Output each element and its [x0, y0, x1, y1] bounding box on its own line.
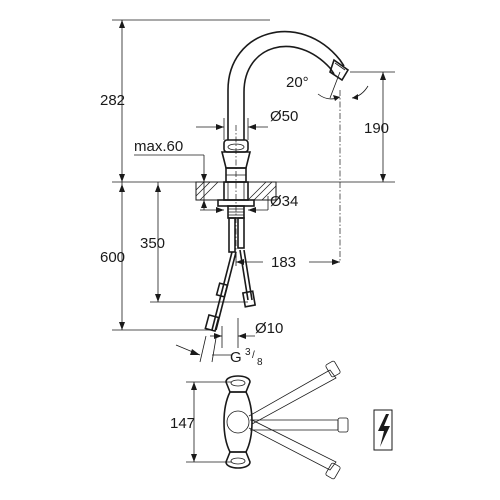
- dim-total-height: 282: [100, 92, 125, 109]
- dim-handle-span: 147: [170, 415, 195, 432]
- dimension-600: [119, 182, 125, 330]
- dimension-body-diameter: [196, 118, 268, 140]
- dim-angle: 20°: [286, 74, 309, 91]
- dim-shank-length: 350: [140, 235, 165, 252]
- dimension-hose-diameter: [210, 318, 255, 348]
- dim-thread-numerator: 3: [245, 347, 251, 358]
- dim-body-diameter: Ø50: [270, 108, 298, 125]
- dim-183-bg: [263, 252, 309, 270]
- shank-pipes: [228, 217, 245, 253]
- dimension-max-thickness: [134, 154, 207, 210]
- dim-hose-diameter: Ø10: [255, 320, 283, 337]
- dim-hole-diameter: Ø34: [270, 193, 298, 210]
- dim-thread-denominator: 8: [257, 357, 263, 368]
- dimension-190: [380, 72, 386, 182]
- flexible-hoses: [204, 249, 257, 333]
- extension-lines: [112, 19, 395, 331]
- dimension-282: [119, 20, 125, 182]
- dimension-angle: [317, 71, 369, 101]
- dim-thread-main: G: [230, 349, 242, 366]
- dim-spout-reach: 183: [271, 254, 296, 271]
- dim-hose-length: 600: [100, 249, 125, 266]
- dim-spout-height: 190: [364, 120, 389, 137]
- lightning-bolt-icon: [373, 409, 393, 451]
- dimension-350: [155, 182, 161, 302]
- faucet-spout: [227, 30, 350, 140]
- dimension-hole-diameter: [200, 196, 269, 213]
- dim-max-thickness: max.60: [134, 138, 183, 155]
- top-view: [186, 360, 349, 480]
- dim-thread-slash: /: [252, 350, 255, 361]
- dimension-thread: [175, 335, 232, 363]
